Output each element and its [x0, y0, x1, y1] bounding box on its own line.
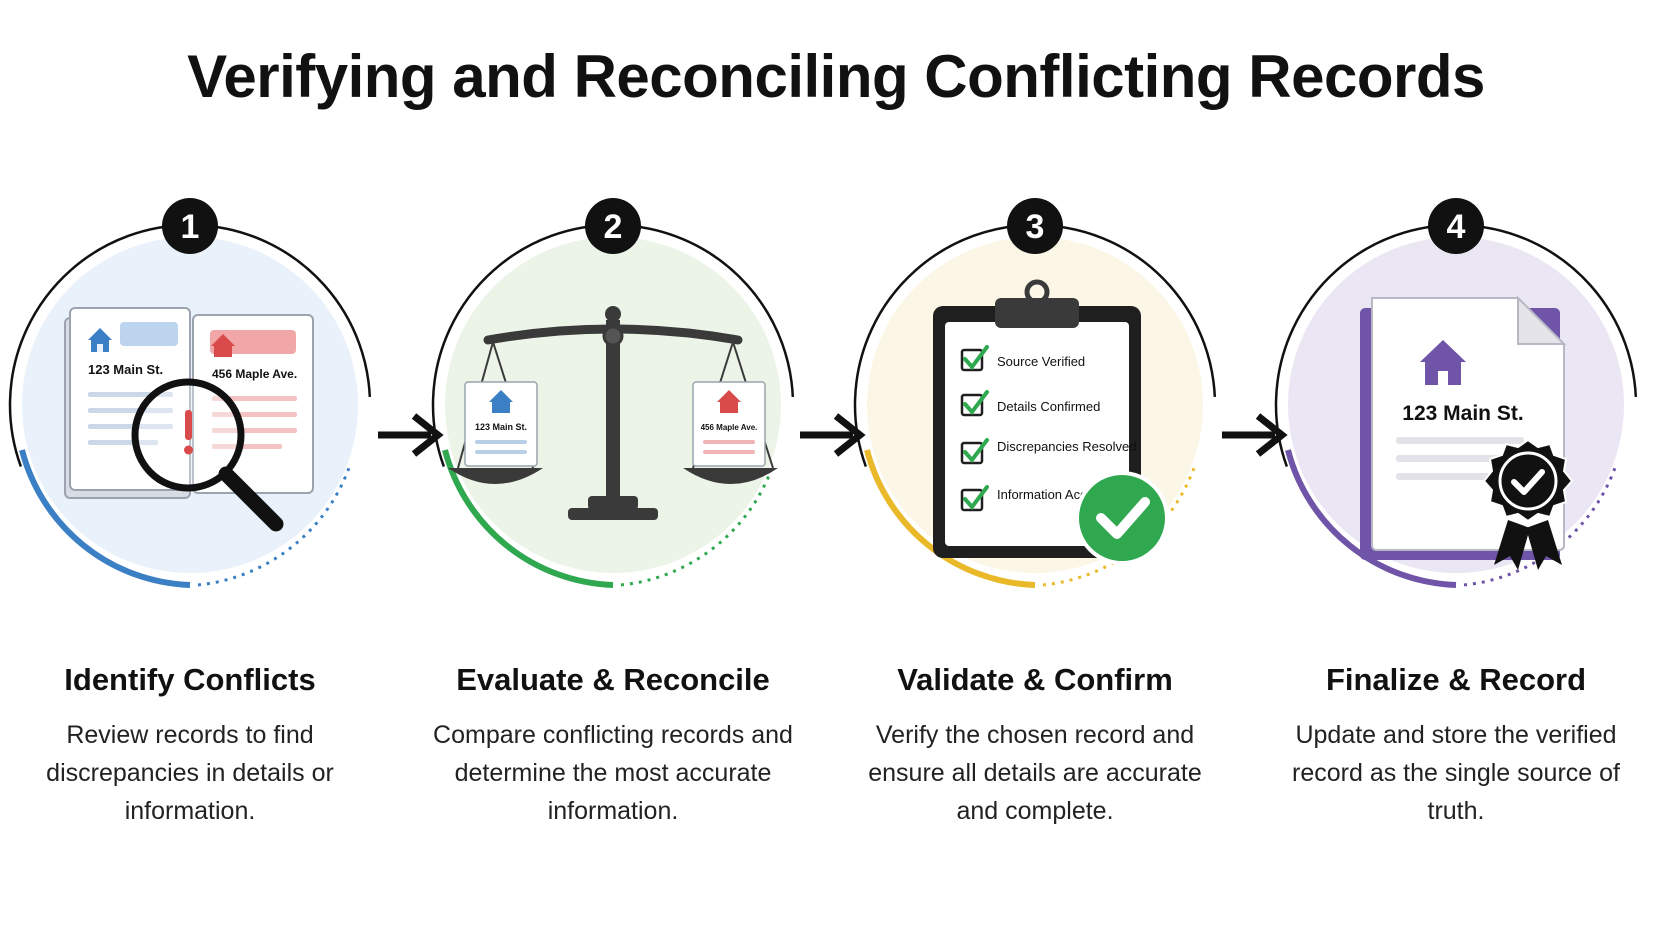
record-document [1360, 295, 1567, 560]
step-4-number: 4 [1447, 208, 1466, 246]
checkbox-icon [960, 438, 989, 465]
checkbox-icon [960, 485, 989, 512]
step-validate-confirm: Source Verified Details Confirmed Discre… [825, 0, 1245, 941]
step-2-accent-arc [442, 449, 614, 588]
page-title: Verifying and Reconciling Conflicting Re… [187, 43, 1485, 110]
checklist-item: Details Confirmed [997, 399, 1100, 414]
alert-icon [184, 410, 193, 455]
step-2-illustration: 123 Main St. 456 Maple Ave. 2 [431, 198, 795, 588]
checklist-item-text: Discrepancies Resolved [997, 439, 1136, 454]
arrow-right-icon [1222, 413, 1288, 457]
step-evaluate-reconcile: 123 Main St. 456 Maple Ave. 2 Evaluate &… [403, 0, 823, 941]
step-3-number-badge [1007, 198, 1063, 254]
house-icon [211, 334, 235, 357]
step-1-number: 1 [181, 208, 200, 246]
check-badge-icon [1075, 471, 1169, 565]
step-1-title: Identify Conflicts [64, 662, 316, 697]
card-b-address: 456 Maple Ave. [701, 423, 758, 432]
step-3-description: Verify the chosen record and ensure all … [868, 721, 1202, 825]
record-card-b [692, 381, 766, 467]
record-card-a [464, 381, 538, 467]
step-1-description: Review records to find discrepancies in … [46, 721, 334, 825]
step-3-title: Validate & Confirm [897, 662, 1173, 697]
step-4-description: Update and store the verified record as … [1292, 721, 1620, 825]
house-icon [1420, 340, 1466, 385]
house-icon [88, 328, 112, 352]
checkbox-icon [960, 345, 989, 372]
step-3-accent-arc [864, 449, 1036, 588]
step-identify-conflicts: 123 Main St. 456 Maple Ave. 1 Identify C… [0, 0, 400, 941]
step-finalize-record: 123 Main St. 4 Finalize & Record Update … [1246, 0, 1666, 941]
checkbox-icon [960, 390, 989, 417]
step-2-description: Compare conflicting records and determin… [433, 721, 793, 825]
checklist-item: Discrepancies Resolved [997, 439, 1136, 454]
step-3-illustration: Source Verified Details Confirmed Discre… [853, 198, 1217, 588]
arrow-right-icon [378, 413, 444, 457]
step-2-number-badge [585, 198, 641, 254]
step-3-ring [853, 223, 1217, 587]
house-icon [489, 390, 513, 413]
step-2-number: 2 [604, 208, 623, 246]
step-4-illustration: 123 Main St. 4 [1274, 198, 1638, 588]
balance-scale-icon [448, 306, 778, 520]
step-1-illustration: 123 Main St. 456 Maple Ave. 1 [8, 198, 372, 588]
step-4-number-badge [1428, 198, 1484, 254]
step-1-ring [8, 223, 372, 587]
step-4-accent-arc [1285, 449, 1457, 588]
card-b-address: 456 Maple Ave. [212, 367, 297, 381]
record-address: 123 Main St. [1402, 402, 1523, 425]
award-seal-icon [1482, 438, 1574, 570]
card-a-address: 123 Main St. [475, 422, 527, 432]
card-a-address: 123 Main St. [88, 362, 163, 377]
arrow-right-icon [800, 413, 866, 457]
step-4-title: Finalize & Record [1325, 662, 1587, 697]
house-icon [717, 390, 741, 413]
step-2-ring [431, 223, 795, 587]
step-4-ring [1274, 223, 1638, 587]
step-1-number-badge [162, 198, 218, 254]
step-1-accent-arc [19, 449, 191, 588]
checklist-item: Source Verified [997, 354, 1085, 369]
step-2-title: Evaluate & Reconcile [456, 662, 770, 697]
step-3-number: 3 [1026, 208, 1045, 246]
